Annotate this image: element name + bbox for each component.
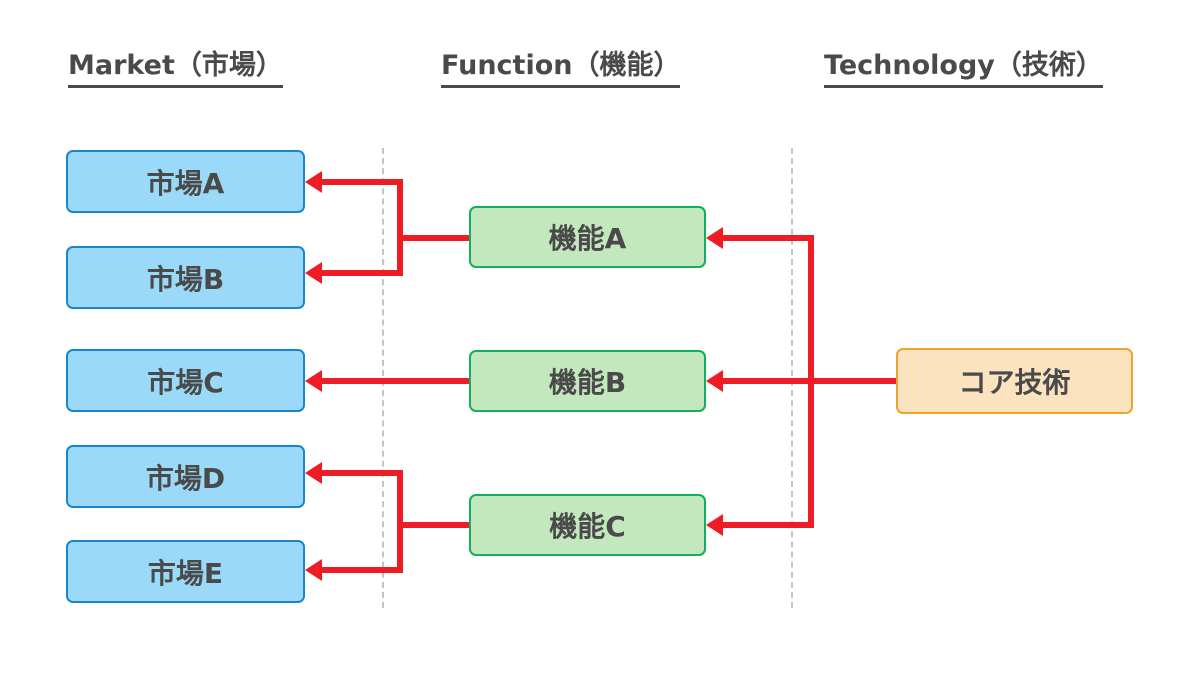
node-market-c[interactable]: 市場C — [66, 349, 305, 412]
connector-core-technology-feed — [808, 378, 898, 384]
connector-function-a-trunk — [397, 179, 403, 276]
node-market-e[interactable]: 市場E — [66, 540, 305, 603]
connector-function-b-to-market-c — [322, 378, 470, 384]
arrowhead-market-a — [305, 171, 322, 193]
node-market-e-label: 市場E — [147, 556, 224, 590]
node-function-a[interactable]: 機能A — [469, 206, 706, 268]
node-function-b[interactable]: 機能B — [469, 350, 706, 412]
connector-core-technology-to-function-c — [723, 522, 812, 528]
node-core-technology[interactable]: コア技術 — [896, 348, 1133, 414]
arrowhead-function-c — [706, 514, 723, 536]
connector-function-a-to-market-b — [322, 270, 401, 276]
node-function-c[interactable]: 機能C — [469, 494, 706, 556]
connector-function-a-to-market-a — [322, 179, 401, 185]
node-function-b-label: 機能B — [548, 366, 627, 399]
node-market-a-label: 市場A — [146, 166, 225, 200]
node-market-d[interactable]: 市場D — [66, 445, 305, 508]
connector-function-c-trunk — [397, 470, 403, 573]
arrowhead-function-a — [706, 227, 723, 249]
arrowhead-market-c — [305, 370, 322, 392]
node-market-d-label: 市場D — [145, 461, 226, 495]
node-market-b[interactable]: 市場B — [66, 246, 305, 309]
connector-function-c-to-market-e — [322, 567, 401, 573]
node-market-c-label: 市場C — [147, 365, 224, 399]
connector-core-technology-to-function-b — [723, 378, 812, 384]
node-market-b-label: 市場B — [146, 262, 225, 296]
connector-function-c-feed — [397, 522, 471, 528]
connector-core-technology-to-function-a — [723, 235, 812, 241]
arrowhead-market-e — [305, 559, 322, 581]
node-function-a-label: 機能A — [548, 222, 627, 255]
node-market-a[interactable]: 市場A — [66, 150, 305, 213]
node-core-technology-label: コア技術 — [958, 366, 1071, 399]
column-header-function: Function（機能） — [441, 51, 681, 89]
connector-function-c-to-market-d — [322, 470, 401, 476]
arrowhead-function-b — [706, 370, 723, 392]
column-header-technology: Technology（技術） — [824, 51, 1103, 89]
node-function-c-label: 機能C — [549, 510, 626, 543]
arrowhead-market-d — [305, 462, 322, 484]
arrowhead-market-b — [305, 262, 322, 284]
connector-function-a-feed — [397, 235, 471, 241]
column-header-market: Market（市場） — [68, 51, 283, 89]
